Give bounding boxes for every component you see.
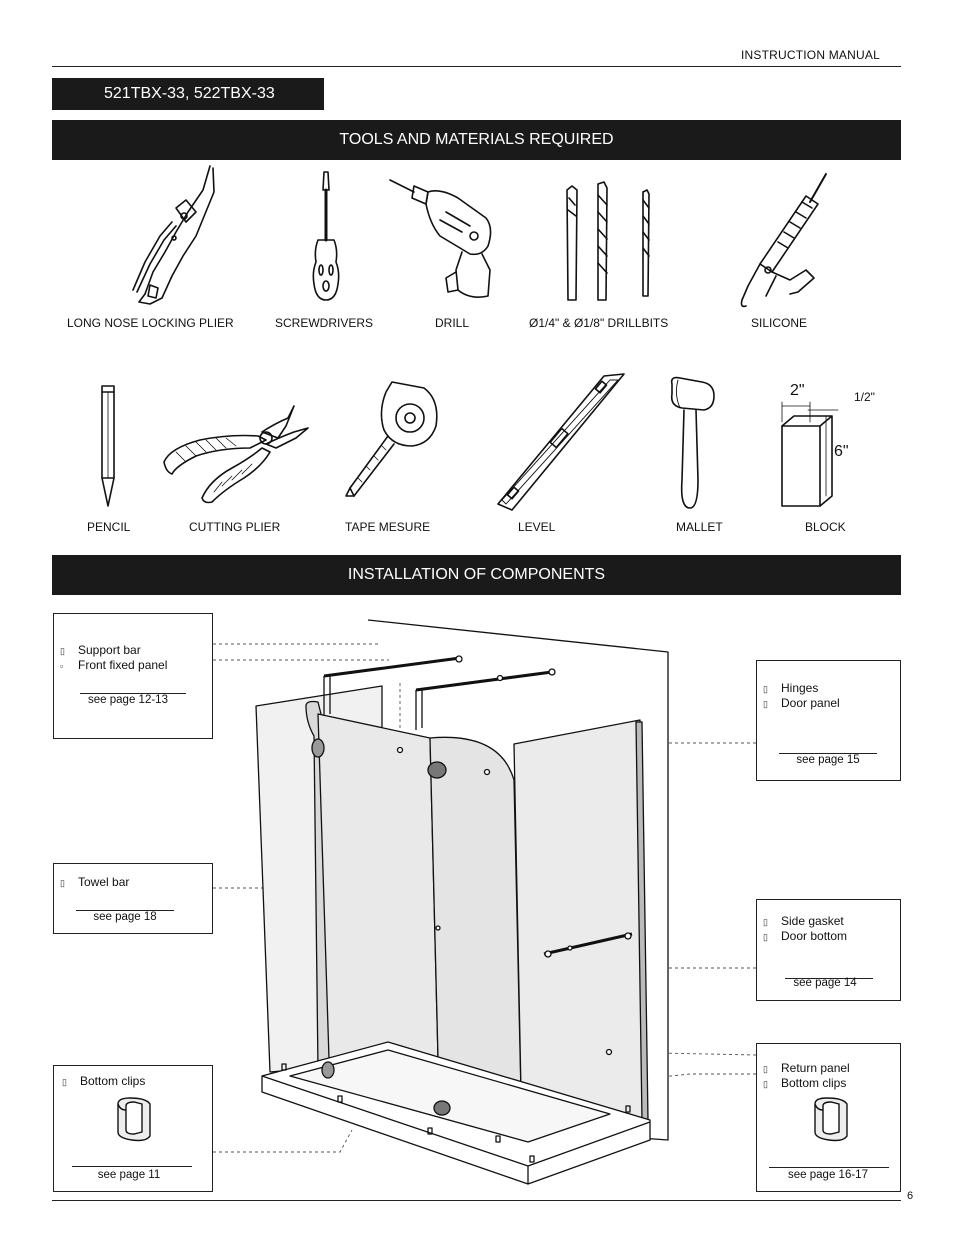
block-thickness-label: 1/2": [854, 390, 875, 404]
callout-item: ▯ Support bar: [60, 643, 141, 657]
callout-item-label: Bottom clips: [80, 1074, 146, 1088]
ref-underline: [785, 978, 873, 979]
level-icon: [497, 373, 625, 511]
bullet-icon: ▯: [62, 1077, 67, 1087]
pencil-icon: [101, 385, 115, 507]
callout-item: ▯ Bottom clips: [763, 1076, 846, 1090]
tool-label-locking-plier: LONG NOSE LOCKING PLIER: [67, 316, 234, 330]
ref-underline: [779, 753, 877, 754]
callout-item-label: Hinges: [781, 681, 819, 695]
bottom-clip-icon: [117, 1097, 151, 1142]
mallet-icon: [670, 376, 715, 509]
callout-item-label: Towel bar: [78, 875, 130, 889]
drill-icon: [389, 179, 492, 298]
tool-label-silicone: SILICONE: [751, 316, 808, 330]
callout-item: ▯ Return panel: [763, 1061, 850, 1075]
tape-measure-icon: [345, 381, 438, 497]
drillbits-icon: [566, 181, 650, 301]
locking-plier-icon: [132, 165, 215, 305]
install-section-title: INSTALLATION OF COMPONENTS: [52, 555, 901, 595]
bullet-icon: ▯: [763, 932, 768, 942]
tool-label-cutting-plier: CUTTING PLIER: [189, 520, 281, 534]
page-reference: see page 18: [93, 911, 157, 923]
page-reference: see page 12-13: [88, 694, 168, 706]
bullet-icon: ▫: [60, 661, 64, 671]
tool-label-screwdrivers: SCREWDRIVERS: [275, 316, 374, 330]
callout-item-label: Door panel: [781, 696, 840, 710]
tools-section-title: TOOLS AND MATERIALS REQUIRED: [52, 120, 901, 160]
page-reference: see page 14: [793, 977, 857, 989]
cutting-plier-icon: [163, 405, 309, 504]
block-height-label: 6": [834, 443, 849, 460]
page-reference: see page 16-17: [788, 1169, 868, 1181]
bullet-icon: ▯: [60, 646, 65, 656]
callout-item: ▯ Bottom clips: [62, 1074, 145, 1088]
ref-underline: [72, 1166, 192, 1167]
tool-label-mallet: MALLET: [676, 520, 723, 534]
callout-item-label: Side gasket: [781, 914, 844, 928]
silicone-gun-icon: [740, 173, 827, 308]
callout-item: ▫ Front fixed panel: [60, 658, 167, 672]
ref-underline: [769, 1167, 889, 1168]
callout-hinges: ▯ Hinges ▯ Door panel see page 15: [756, 660, 901, 781]
tool-label-level: LEVEL: [518, 520, 556, 534]
model-title: 521TBX-33, 522TBX-33: [52, 78, 324, 110]
bullet-icon: ▯: [763, 917, 768, 927]
callout-item: ▯ Door panel: [763, 696, 840, 710]
tool-label-tape-measure: TAPE MESURE: [345, 520, 431, 534]
tool-label-drill: DRILL: [435, 316, 470, 330]
page-reference: see page 11: [97, 1169, 161, 1181]
callout-item-label: Support bar: [78, 643, 141, 657]
bullet-icon: ▯: [60, 878, 65, 888]
bullet-icon: ▯: [763, 684, 768, 694]
screwdriver-icon: [312, 171, 340, 301]
tool-label-pencil: PENCIL: [87, 520, 131, 534]
header-rule: [52, 66, 901, 67]
ref-underline: [76, 910, 174, 911]
callout-bottom-clips: ▯ Bottom clips see page 11: [53, 1065, 213, 1192]
callout-item-label: Front fixed panel: [78, 658, 168, 672]
callout-item: ▯ Hinges: [763, 681, 818, 695]
page-reference: see page 15: [796, 754, 860, 766]
callout-side-gasket: ▯ Side gasket ▯ Door bottom see page 14: [756, 899, 901, 1001]
callout-return-panel: ▯ Return panel ▯ Bottom clips see page 16-…: [756, 1043, 901, 1192]
manual-label: INSTRUCTION MANUAL: [741, 48, 880, 62]
callout-towel-bar: ▯ Towel bar see page 18: [53, 863, 213, 934]
ref-underline: [80, 693, 186, 694]
callout-item-label: Door bottom: [781, 929, 848, 943]
block-width-label: 2": [790, 382, 805, 399]
bullet-icon: ▯: [763, 699, 768, 709]
page-number: 6: [907, 1190, 914, 1202]
footer-rule: [52, 1200, 901, 1201]
callout-item-label: Bottom clips: [781, 1076, 847, 1090]
block-icon: [781, 401, 839, 507]
callout-item-label: Return panel: [781, 1061, 850, 1075]
callout-item: ▯ Side gasket: [763, 914, 844, 928]
tool-label-drillbits: Ø1/4" & Ø1/8" DRILLBITS: [529, 316, 669, 330]
bullet-icon: ▯: [763, 1064, 768, 1074]
callout-item: ▯ Towel bar: [60, 875, 129, 889]
bullet-icon: ▯: [763, 1079, 768, 1089]
bottom-clip-icon: [814, 1097, 848, 1142]
callout-item: ▯ Door bottom: [763, 929, 847, 943]
tool-label-block: BLOCK: [805, 520, 846, 534]
callout-support-bar: ▯ Support bar ▫ Front fixed panel see page…: [53, 613, 213, 739]
